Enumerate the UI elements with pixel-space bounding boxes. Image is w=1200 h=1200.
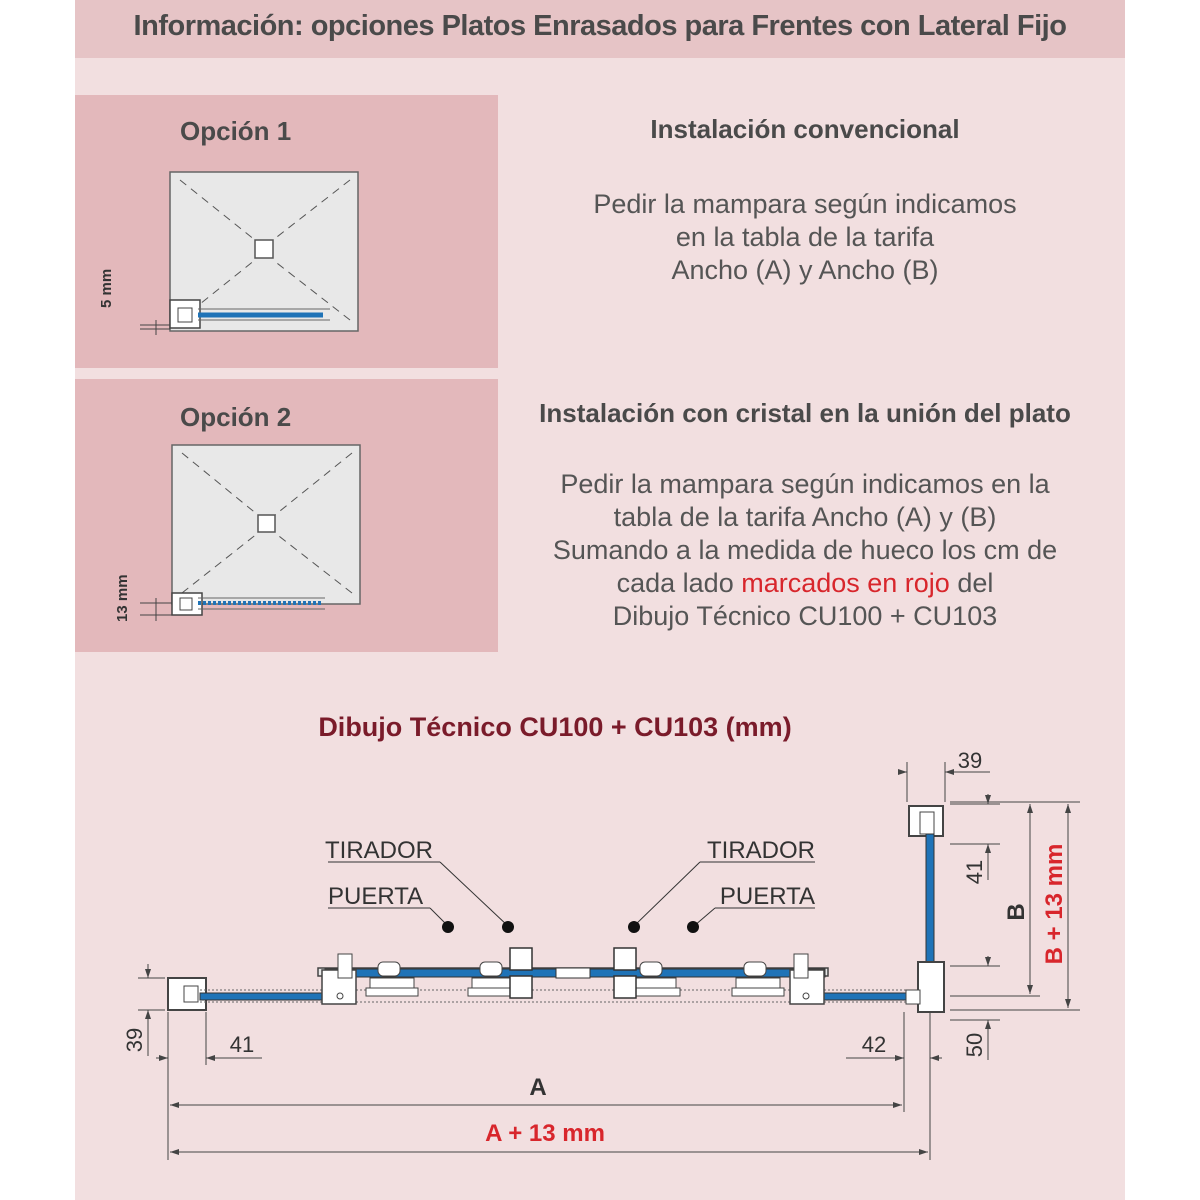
option-2-title: Instalación con cristal en la unión del … — [539, 398, 1071, 428]
right-door-stop — [793, 953, 809, 979]
right-door-screw — [802, 992, 810, 1000]
dim-top-39-label: 39 — [958, 748, 982, 773]
dim-right-50 — [950, 956, 1000, 1060]
option-1-line-2: en la tabla de la tarifa — [675, 222, 935, 252]
corner-profile — [917, 961, 945, 1013]
option-2-line-3: Sumando a la medida de hueco los cm de — [552, 535, 1058, 565]
dim-b — [950, 801, 1080, 1011]
roller-1 — [365, 961, 419, 997]
roller-4 — [731, 961, 785, 997]
option-1-description: Pedir la mampara según indicamos en la t… — [540, 188, 1070, 287]
option-2-description: Pedir la mampara según indicamos en la t… — [530, 468, 1080, 633]
dim-right-41 — [950, 794, 1000, 880]
right-fixed-glass — [814, 992, 911, 1001]
drawing-title: Dibujo Técnico CU100 + CU103 (mm) — [318, 712, 792, 742]
puerta-left-label: PUERTA — [328, 883, 423, 910]
dim-bottom-42-label: 42 — [862, 1032, 886, 1057]
option-2-line-4: cada lado marcados en rojo del — [530, 567, 1080, 600]
side-top-profile-inner — [919, 811, 935, 835]
option-1-title: Instalación convencional — [650, 114, 960, 144]
option-2-red-text: marcados en rojo — [741, 568, 950, 598]
option-2-label: Opción 2 — [180, 402, 292, 432]
option-2-line-2: tabla de la tarifa Ancho (A) y (B) — [613, 502, 997, 532]
right-handle — [613, 947, 637, 999]
center-magnetic-joint — [555, 967, 591, 979]
left-wall-profile-inner — [183, 985, 199, 1003]
technical-drawing: TIRADOR PUERTA TIRADOR PUERTA 39 41 50 B… — [122, 748, 1080, 1160]
puerta-right-label: PUERTA — [720, 883, 815, 910]
dim-left-39-label: 39 — [122, 1028, 147, 1052]
dim-a-label: A — [529, 1074, 546, 1101]
label-pointers — [328, 861, 815, 933]
dim-bottom-41 — [156, 1012, 262, 1160]
option-2-dimension: 13 mm — [114, 574, 131, 622]
option-2-line-1: Pedir la mampara según indicamos en la — [560, 469, 1050, 499]
page-title: Información: opciones Platos Enrasados p… — [133, 10, 1067, 42]
corner-profile-clip — [905, 989, 921, 1005]
dim-bottom-42 — [846, 1012, 942, 1160]
left-door-stop — [337, 953, 353, 979]
option-2-tray-diagram — [140, 444, 361, 621]
option-2-line-4-post: del — [949, 568, 994, 598]
dim-b-label: B — [1003, 903, 1030, 920]
option-2-line-4-pre: cada lado — [616, 568, 742, 598]
left-fixed-glass — [199, 992, 326, 1001]
option-1-line-1: Pedir la mampara según indicamos — [593, 189, 1017, 219]
dim-right-41-label: 41 — [962, 860, 987, 884]
left-door-screw — [336, 992, 344, 1000]
option-1-dimension: 5 mm — [98, 268, 115, 308]
dim-left-39 — [138, 964, 165, 1056]
dim-a-plus-label: A + 13 mm — [485, 1120, 605, 1147]
dim-top-39 — [898, 762, 990, 802]
option-1-line-3: Ancho (A) y Ancho (B) — [671, 255, 939, 285]
side-fixed-glass — [925, 833, 935, 971]
dim-bottom-41-label: 41 — [230, 1032, 254, 1057]
dim-right-50-label: 50 — [962, 1033, 987, 1057]
left-handle — [509, 947, 533, 999]
left-door-glass — [324, 968, 576, 978]
tirador-right-label: TIRADOR — [707, 837, 815, 864]
option-1-tray-diagram — [140, 171, 359, 335]
header-bar — [75, 0, 1125, 58]
option-2-line-5: Dibujo Técnico CU100 + CU103 — [612, 601, 998, 631]
dim-b-plus-label: B + 13 mm — [1041, 844, 1068, 965]
tirador-left-label: TIRADOR — [325, 837, 433, 864]
option-1-label: Opción 1 — [180, 116, 292, 146]
